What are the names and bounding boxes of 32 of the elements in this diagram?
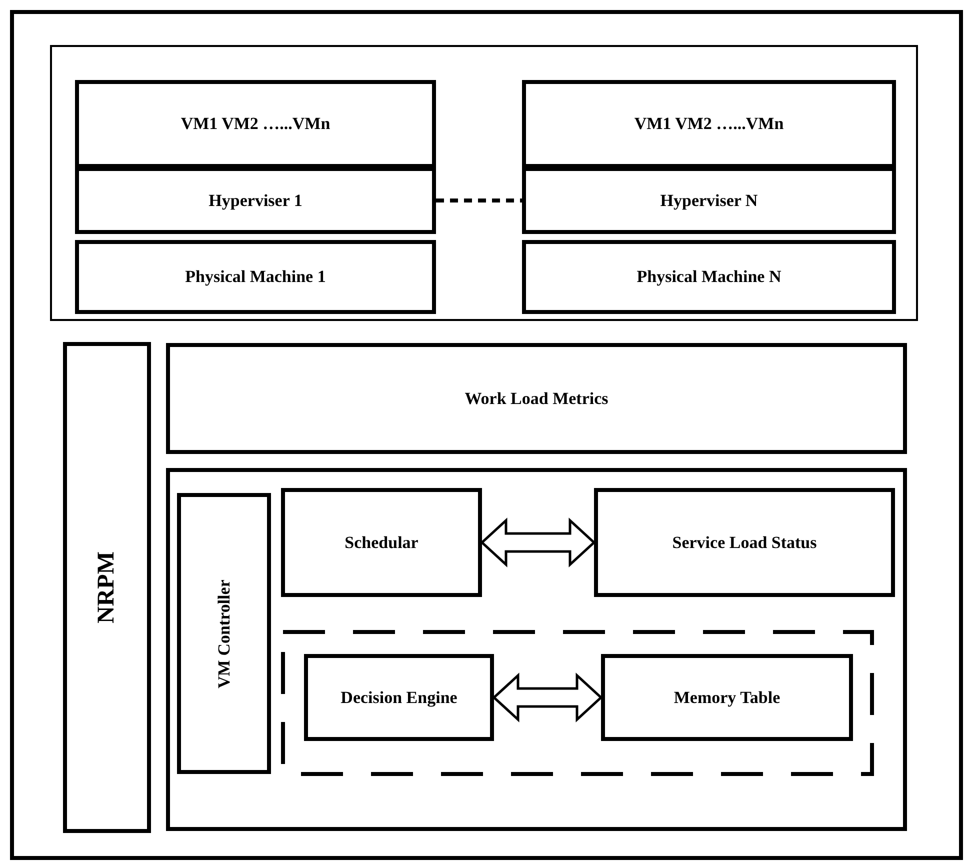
box-label: Physical Machine 1 (185, 267, 326, 287)
double-arrow (492, 672, 603, 722)
box-label: Service Load Status (672, 532, 817, 552)
component-box (281, 488, 482, 597)
component-box (75, 240, 436, 314)
box-label: Hyperviser 1 (208, 190, 302, 210)
component-box (522, 167, 896, 234)
component-box (166, 343, 907, 454)
box-label: Memory Table (674, 688, 780, 708)
component-box (75, 167, 436, 234)
component-box (304, 654, 494, 741)
box-label: VM Controller (214, 579, 234, 688)
component-box (177, 493, 271, 774)
box-label: NRPM (94, 552, 120, 624)
box-label: Work Load Metrics (464, 388, 608, 408)
component-box (63, 342, 151, 833)
dashed-connector (436, 198, 522, 202)
box-label: Schedular (344, 532, 418, 552)
box-label: Physical Machine N (636, 267, 782, 287)
container-box (50, 45, 918, 321)
box-label: VM1 VM2 …...VMn (180, 114, 330, 134)
component-box (522, 80, 896, 168)
container-box (166, 468, 907, 831)
box-label: VM1 VM2 …...VMn (634, 114, 784, 134)
box-label: Decision Engine (340, 688, 458, 708)
component-box (594, 488, 895, 597)
component-box (75, 80, 436, 168)
box-label: Hyperviser N (660, 190, 758, 210)
dashed-group-box (281, 630, 874, 776)
component-box (522, 240, 896, 314)
double-arrow (480, 518, 596, 568)
component-box (601, 654, 853, 741)
